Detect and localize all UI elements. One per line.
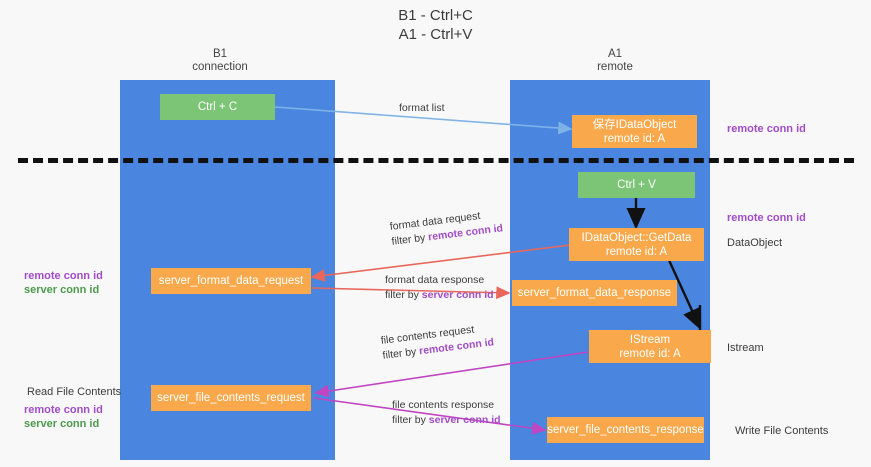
filter-prefix: filter by [392,414,429,426]
edge-label-file-contents-response-line2: filter by server conn id [392,413,501,428]
annot-istream-label: Istream [727,342,764,354]
annot-read-file-contents-label: Read File Contents [27,386,122,398]
lane-header-b1: B1 connection [150,48,290,74]
node-istream-line2: remote id: A [619,347,681,360]
node-server-format-data-request[interactable]: server_format_data_request [151,268,311,294]
edge-label-format-data-request: format data request filter by remote con… [389,206,504,249]
annot-remote-conn-id-top-label: remote conn id [727,123,806,135]
node-getdata[interactable]: IDataObject::GetData remote id: A [569,228,704,261]
title-line-2: A1 - Ctrl+V [398,26,473,43]
node-ctrl-v-line1: Ctrl + V [617,179,656,191]
edge-label-format-list: format list [399,101,445,116]
filter-prefix: filter by [385,289,422,301]
annot-write-file-contents-label: Write File Contents [735,425,829,437]
node-ctrl-c[interactable]: Ctrl + C [160,94,275,120]
node-server-format-data-response-label: server_format_data_response [517,287,672,299]
annot-left-bottom-ids: remote conn id server conn id [24,403,103,431]
lane-header-a1: A1 remote [545,48,685,74]
page-title: B1 - Ctrl+C A1 - Ctrl+V [0,6,871,44]
edge-label-format-data-response: format data response filter by server co… [385,273,494,303]
node-save-idataobject-line1: 保存IDataObject [592,118,677,131]
annot-left-mid-ids: remote conn id server conn id [24,269,103,297]
annot-dataobject-label: DataObject [727,237,783,249]
annot-remote-conn-id-mid-label: remote conn id [727,212,806,224]
node-server-file-contents-request-label: server_file_contents_request [157,392,305,404]
node-server-file-contents-response[interactable]: server_file_contents_response [547,417,704,443]
annot-read-file-contents: Read File Contents [27,385,121,399]
annot-remote-conn-id-mid: remote conn id [727,211,806,225]
node-server-format-data-response[interactable]: server_format_data_response [512,280,677,306]
node-server-format-data-request-label: server_format_data_request [158,275,304,287]
edge-label-format-data-response-line2: filter by server conn id [385,288,494,303]
annot-left-mid-server-conn-id: server conn id [24,284,100,296]
lane-header-a1-role: remote [597,61,633,73]
title-line-1: B1 - Ctrl+C [398,7,473,24]
node-save-idataobject[interactable]: 保存IDataObject remote id: A [572,115,697,148]
node-getdata-line2: remote id: A [605,245,668,258]
annot-dataobject: DataObject [727,236,782,250]
edge-label-format-data-response-line1: format data response [385,274,485,286]
node-server-file-contents-request[interactable]: server_file_contents_request [151,385,311,411]
annot-left-mid-remote-conn-id: remote conn id [24,270,103,282]
node-istream[interactable]: IStream remote id: A [589,330,711,363]
node-getdata-line1: IDataObject::GetData [581,231,692,244]
node-ctrl-c-line1: Ctrl + C [197,101,238,113]
annot-write-file-contents: Write File Contents [735,424,828,438]
node-ctrl-v[interactable]: Ctrl + V [578,172,695,198]
annot-left-bottom-server-conn-id: server conn id [24,418,100,430]
annot-left-bottom-remote-conn-id: remote conn id [24,404,103,416]
annot-istream: Istream [727,341,764,355]
filter-key: server conn id [421,289,494,301]
node-istream-line1: IStream [629,333,671,346]
filter-prefix: filter by [381,345,420,362]
lane-header-a1-name: A1 [607,48,623,60]
node-server-file-contents-response-label: server_file_contents_response [547,424,704,436]
node-save-idataobject-line2: remote id: A [603,132,666,145]
edge-label-file-contents-request: file contents request filter by remote c… [380,320,495,363]
edge-label-file-contents-response: file contents response filter by server … [392,398,501,428]
annot-remote-conn-id-top: remote conn id [727,122,806,136]
filter-prefix: filter by [390,231,429,248]
filter-key: server conn id [428,414,501,426]
lane-header-b1-role: connection [192,61,248,73]
edge-label-format-list-line1: format list [399,102,445,114]
phase-divider [18,158,854,163]
lane-header-b1-name: B1 [212,48,228,60]
edge-label-file-contents-response-line1: file contents response [392,399,495,411]
